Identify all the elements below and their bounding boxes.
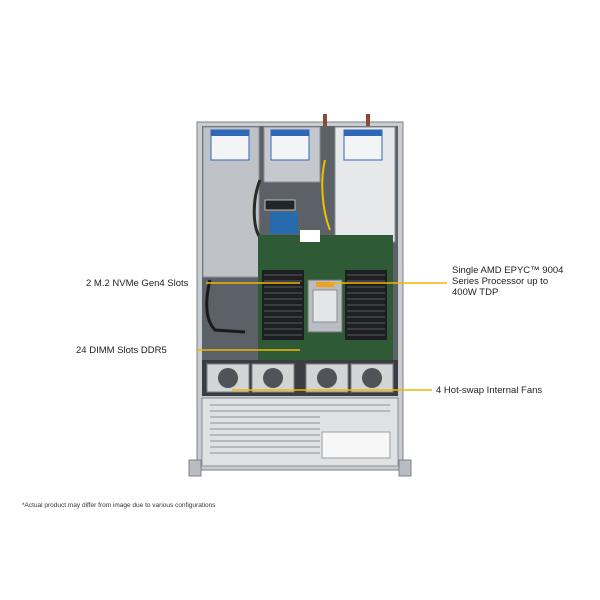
riser-label-middle-header (271, 130, 309, 136)
cpu-label-line-1: Single AMD EPYC™ 9004 (452, 265, 564, 276)
riser-label-left-header (211, 130, 249, 136)
cpu-label: Single AMD EPYC™ 9004 Series Processor u… (452, 265, 563, 298)
cpu-handle (316, 282, 334, 287)
m2-label: 2 M.2 NVMe Gen4 Slots (86, 278, 189, 289)
cable-bundle (205, 279, 246, 334)
riser-handle (323, 114, 327, 126)
cpu-heat-spreader (312, 289, 338, 323)
fan-module (350, 363, 394, 393)
m2-slot (270, 212, 298, 234)
left-rack-ear (188, 459, 202, 477)
right-rack-ear (398, 459, 412, 477)
dimm-label: 24 DIMM Slots DDR5 (76, 345, 167, 356)
fan-module (305, 363, 349, 393)
disclaimer-footnote: *Actual product may differ from image du… (22, 502, 216, 509)
cable-bundle (321, 159, 331, 231)
riser-handle (366, 114, 370, 126)
vent-holes (210, 404, 390, 454)
fan-module (251, 363, 295, 393)
dimm-bank-right (345, 270, 387, 340)
service-label (321, 431, 391, 459)
cpu-label-line-3: 400W TDP (452, 287, 499, 298)
riser-label-right-header (344, 130, 382, 136)
m2-card (300, 230, 320, 242)
fan-module (206, 363, 250, 393)
m2-slot (264, 199, 296, 211)
fans-label: 4 Hot-swap Internal Fans (436, 385, 543, 396)
dimm-bank-left (262, 270, 304, 340)
cpu-label-line-2: Series Processor up to (452, 276, 549, 287)
